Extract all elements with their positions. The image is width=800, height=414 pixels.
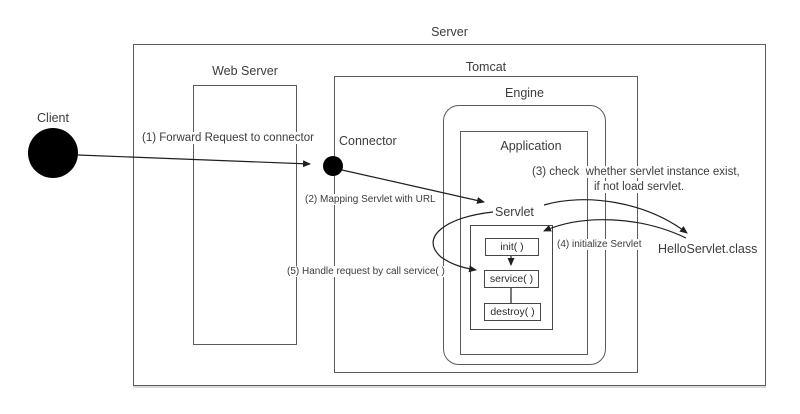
arrow-step3-check-instance — [543, 199, 688, 234]
hello-servlet-class-label: HelloServlet.class — [658, 242, 758, 256]
web-server-title: Web Server — [212, 64, 278, 78]
application-title-text: Application — [495, 139, 567, 153]
connector-node-icon — [323, 156, 343, 176]
connector-label: Connector — [339, 134, 397, 148]
server-title: Server — [431, 25, 468, 39]
servlet-label: Servlet — [494, 205, 535, 219]
web-server-box — [193, 85, 297, 345]
step1-label: (1) Forward Request to connector — [140, 132, 316, 144]
server-box — [133, 44, 766, 386]
step2-label: (2) Mapping Servlet with URL — [303, 194, 438, 205]
engine-box — [443, 105, 606, 365]
arrow-step2-mapping-servlet — [341, 169, 485, 204]
destroy-box: destroy( ) — [484, 303, 541, 321]
tomcat-title: Tomcat — [465, 60, 507, 74]
client-node-icon — [28, 128, 78, 178]
arrow-step5-handle-request — [432, 211, 494, 273]
engine-title: Engine — [505, 86, 544, 100]
tomcat-box — [334, 76, 638, 373]
step4-label: (4) initialize Servlet — [555, 239, 644, 250]
step5-label: (5) Handle request by call service( ) — [285, 266, 447, 277]
client-label: Client — [37, 111, 69, 125]
init-box: init( ) — [485, 238, 539, 256]
arrow-step1-forward-request — [77, 154, 311, 168]
application-title: Application — [460, 125, 588, 167]
service-box: service( ) — [484, 270, 539, 288]
servlet-box — [470, 225, 553, 330]
step3-label-line1: (3) check whether servlet instance exist… — [530, 166, 742, 178]
arrow-step4-initialize-servlet — [543, 219, 687, 239]
step3-label-line2: if not load servlet. — [592, 181, 687, 193]
